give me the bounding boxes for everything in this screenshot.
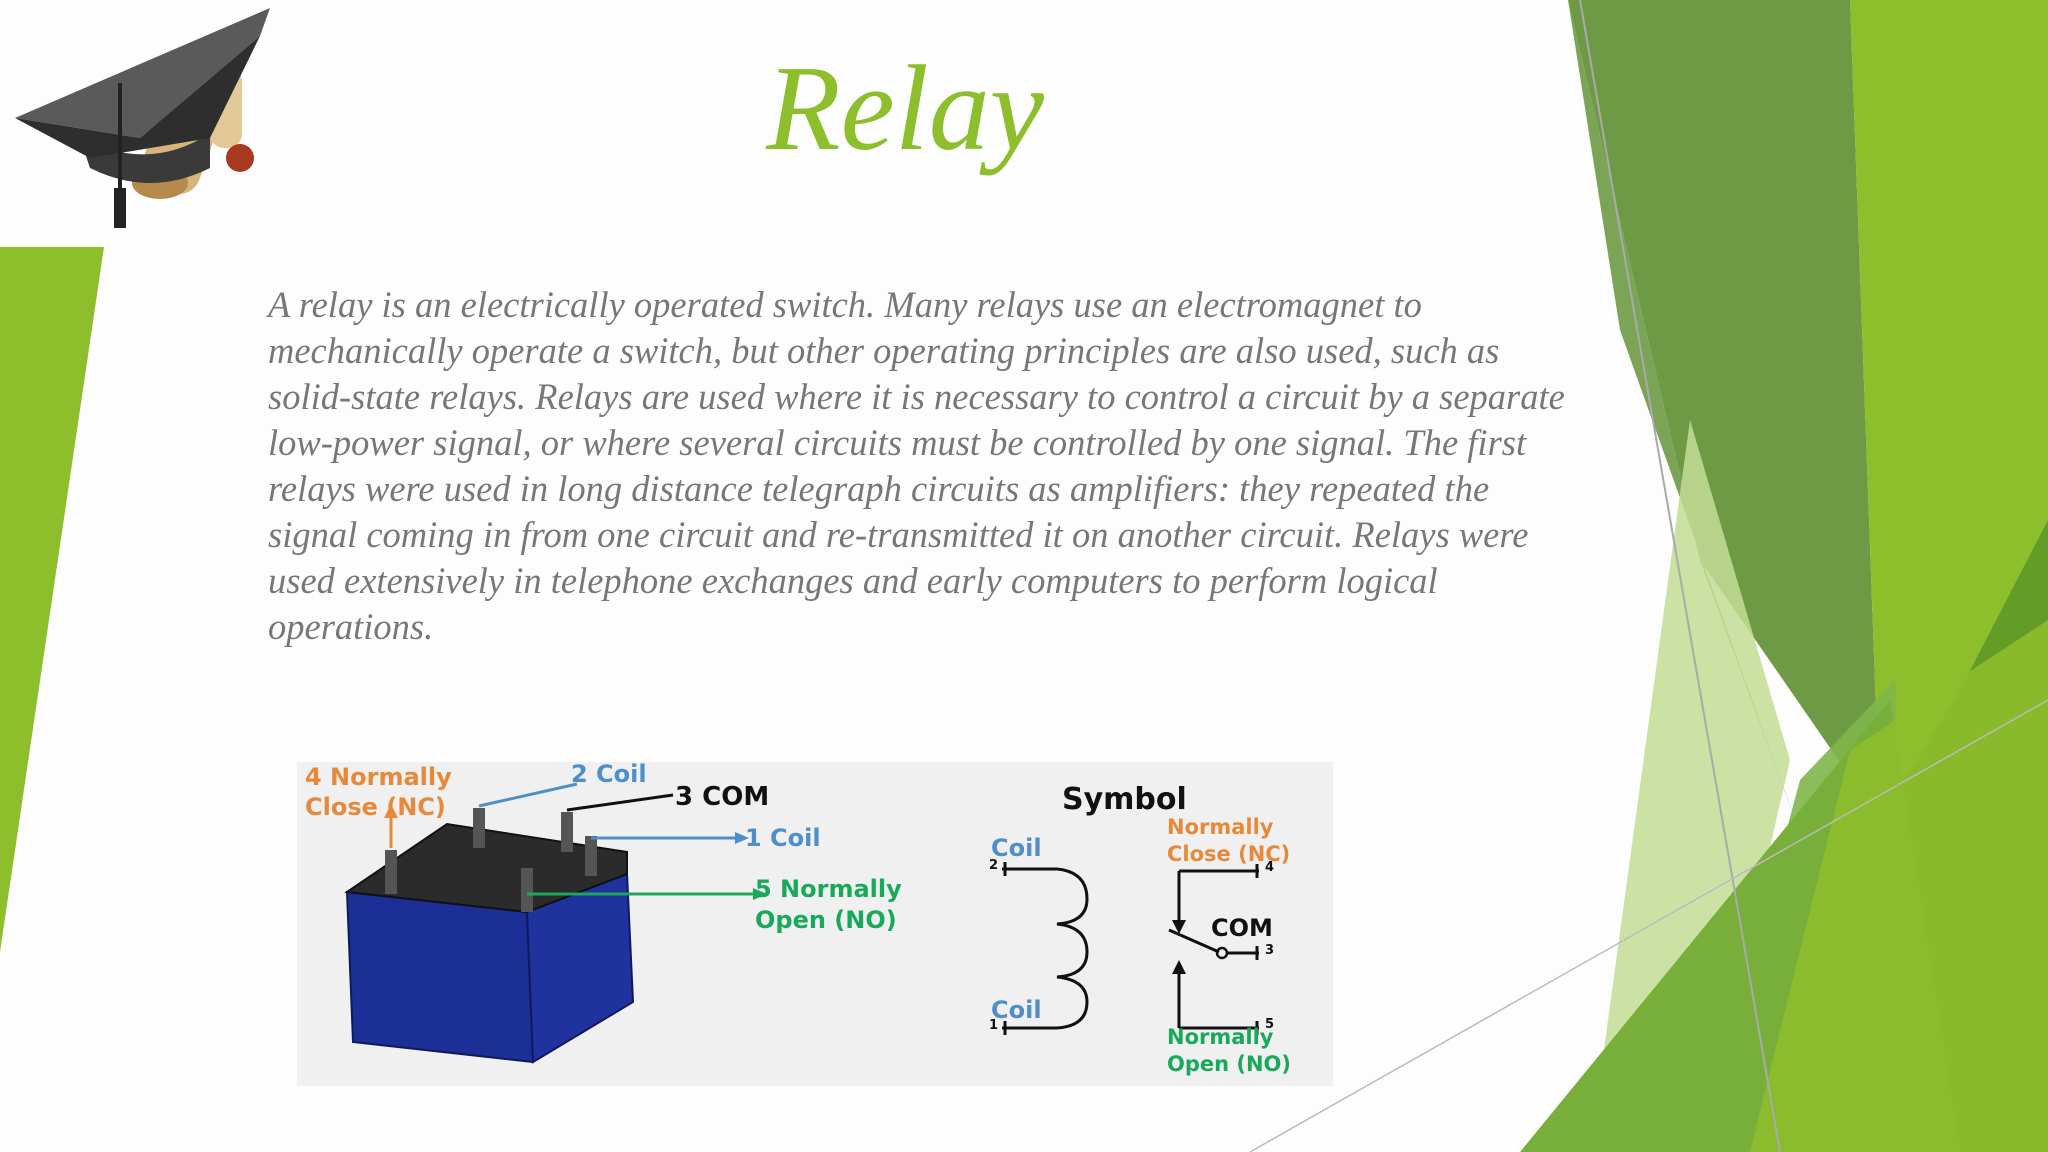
label-pin5-line1: 5 Normally [755,875,902,903]
symbol-pin3-number: 3 [1265,943,1275,958]
symbol-no-label: Normally Open (NO) [1167,1024,1291,1078]
symbol-no-line2: Open (NO) [1167,1052,1292,1076]
label-pin1-coil: 1 Coil [745,824,821,852]
symbol-coil-bottom-label: Coil [991,996,1042,1024]
graduation-cap-image [15,8,270,228]
symbol-com-label: COM [1211,914,1273,942]
symbol-pin4-number: 4 [1265,860,1275,875]
label-pin2-coil: 2 Coil [571,760,647,788]
slide-body-text: A relay is an electrically operated swit… [268,284,1565,647]
relay-illustration [344,782,1259,1064]
symbol-coil-top-label: Coil [991,834,1042,862]
symbol-pin2-number: 2 [989,858,999,873]
symbol-no-line1: Normally [1167,1025,1274,1049]
symbol-pin1-number: 1 [989,1018,999,1033]
label-pin5-no: 5 Normally Open (NO) [755,874,902,936]
symbol-heading: Symbol [1062,782,1187,817]
symbol-nc-line1: Normally [1167,815,1274,839]
label-pin4-line2: Close (NC) [305,793,446,821]
label-pin5-line2: Open (NO) [755,906,897,934]
symbol-nc-line2: Close (NC) [1167,842,1291,866]
slide-title: Relay [766,41,1044,176]
label-pin4-nc: 4 Normally Close (NC) [305,762,452,822]
symbol-pin5-number: 5 [1265,1017,1275,1032]
label-pin4-line1: 4 Normally [305,763,452,791]
label-pin3-com: 3 COM [675,782,770,812]
symbol-nc-label: Normally Close (NC) [1167,814,1290,868]
relay-diagram: 4 Normally Close (NC) 2 Coil 3 COM 1 Coi… [297,760,1333,1086]
